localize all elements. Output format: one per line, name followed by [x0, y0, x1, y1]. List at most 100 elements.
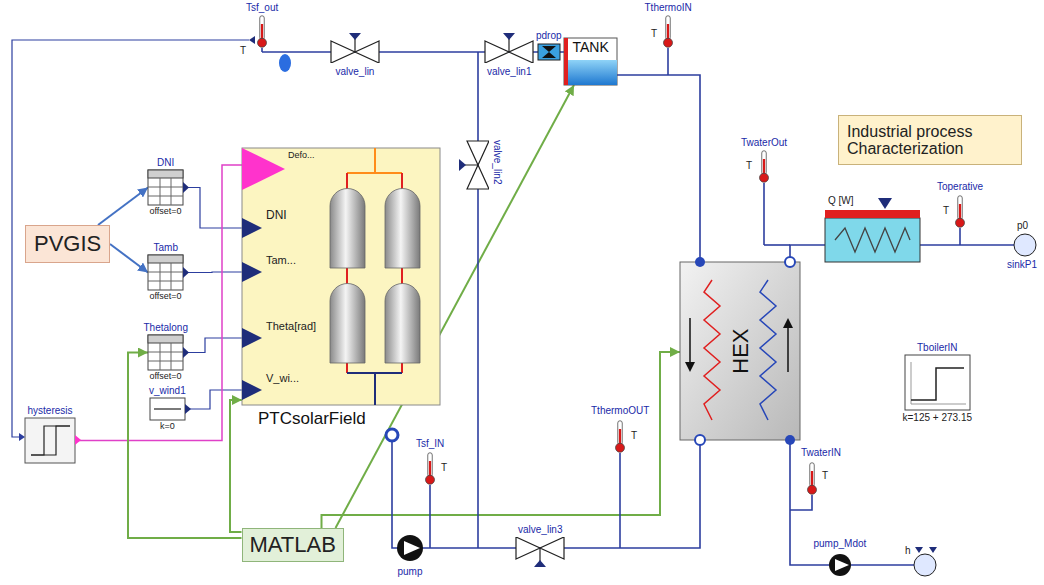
boundary-symbol: [914, 234, 1036, 576]
pipe: [261, 48, 263, 52]
step-source-icon: [911, 368, 964, 400]
solar-field-icon: [385, 284, 420, 364]
part-label: p0: [1017, 220, 1028, 231]
heat-exchanger-icon: [695, 257, 705, 267]
flow-connector: [386, 429, 398, 441]
connector: [183, 271, 242, 273]
part-label: T: [822, 470, 828, 481]
process-box: Industrial process Characterization: [838, 115, 1022, 165]
solar-field-icon: [242, 148, 440, 405]
tool-box: MATLAB: [242, 528, 344, 562]
heater-icon: [825, 210, 920, 218]
part-label: Toperative: [937, 181, 983, 192]
solar-field-icon: [242, 148, 440, 405]
table-icon: [148, 170, 189, 370]
part-label: valve_lin2: [492, 140, 503, 184]
heat-exchanger-icon: [689, 318, 691, 366]
signal-port: [19, 36, 255, 441]
table-icon: [148, 272, 183, 273]
table-icon: [160, 343, 161, 370]
table-icon: [183, 182, 189, 193]
pump-symbol: [397, 535, 423, 561]
table-icon: [171, 343, 172, 370]
boundary-symbol: [929, 547, 937, 553]
solar-field-icon: [242, 262, 262, 282]
connector: [322, 352, 681, 528]
signal-wire: [12, 40, 249, 437]
thermometer-symbol: [664, 16, 673, 48]
valve-symbol: [516, 537, 564, 567]
solar-field-icon: [330, 284, 365, 364]
part-label: TwaterOut: [741, 137, 787, 148]
pump-symbol: [835, 559, 849, 571]
pipe: [959, 228, 961, 245]
node-text: Q [W]: [828, 195, 854, 206]
signal-wire: [12, 40, 249, 437]
pipe: [619, 453, 621, 548]
node-text: Tamb: [154, 242, 178, 253]
part-label: TthermoOUT: [591, 405, 649, 416]
heater-icon: [878, 198, 892, 209]
valve-symbol: [331, 33, 379, 63]
part-label: pump_Mdot: [814, 538, 867, 549]
flow-connector: [279, 54, 291, 72]
heater-icon: [835, 228, 910, 252]
pipe: [262, 48, 1014, 565]
pipe: [763, 183, 765, 245]
node-text: Defo...: [288, 151, 315, 161]
step-source-block: TboilerINk=125 + 273.15: [905, 355, 970, 410]
heater-block: Q [W]: [825, 210, 920, 262]
table-icon: [148, 335, 183, 370]
thermometer-symbol: [808, 463, 817, 495]
part-label: TthermoIN: [645, 2, 692, 13]
source-box: PVGIS: [25, 225, 110, 263]
table-icon: [183, 347, 189, 358]
part-label: T: [943, 205, 949, 216]
tank-icon: [564, 38, 617, 85]
node-text: offset=0: [150, 372, 182, 382]
valve-symbol: [516, 537, 564, 567]
table-icon: [160, 178, 161, 205]
table-icon: [148, 335, 183, 343]
node-text: Industrial process Characterization: [847, 123, 1013, 158]
valve-symbol: [459, 141, 489, 189]
constant-icon: [154, 408, 181, 409]
thermometer-symbol: [956, 196, 965, 228]
part-label: Tsf_IN: [416, 438, 444, 449]
connector: [98, 188, 148, 226]
heat-exchanger-icon: [785, 257, 795, 267]
pump-symbol: [397, 535, 851, 576]
table-icon: [160, 263, 161, 290]
part-label: sinkP1: [1007, 259, 1037, 270]
pressure-drop-symbol: [542, 52, 556, 58]
table-icon: [148, 352, 183, 353]
node-text: V_wi...: [266, 372, 299, 384]
node-text: TboilerIN: [917, 342, 958, 353]
thermometer-symbol: [426, 453, 435, 485]
part-label: T: [441, 462, 447, 473]
thermometer-symbol: [258, 16, 267, 48]
constant-icon: [185, 404, 191, 414]
constant-icon: [150, 398, 185, 420]
table-icon: [148, 196, 183, 197]
table-icon: [171, 263, 172, 290]
heat-exchanger-icon: [680, 262, 800, 440]
pipe: [851, 564, 914, 566]
node-text: Tam...: [266, 254, 296, 266]
node-text: PTCsolarField: [258, 410, 366, 429]
solar-field-block: Defo...DNITam...Theta[rad]V_wi...PTCsola…: [242, 148, 440, 405]
node-text: TANK: [573, 40, 609, 55]
pressure-drop-symbol: [538, 44, 560, 60]
heat-exchanger-icon: [704, 280, 720, 420]
signal-port: [249, 36, 255, 44]
connector: [617, 75, 700, 262]
node-text: v_wind1: [149, 385, 186, 396]
node-text: DNI: [266, 209, 287, 222]
boundary-symbol: [1014, 234, 1036, 256]
thermometer-symbol: [616, 421, 625, 453]
hysteresis-icon: [25, 418, 75, 463]
node-text: offset=0: [150, 292, 182, 302]
part-label: Tsf_out: [246, 2, 278, 13]
table-icon: [183, 267, 189, 278]
